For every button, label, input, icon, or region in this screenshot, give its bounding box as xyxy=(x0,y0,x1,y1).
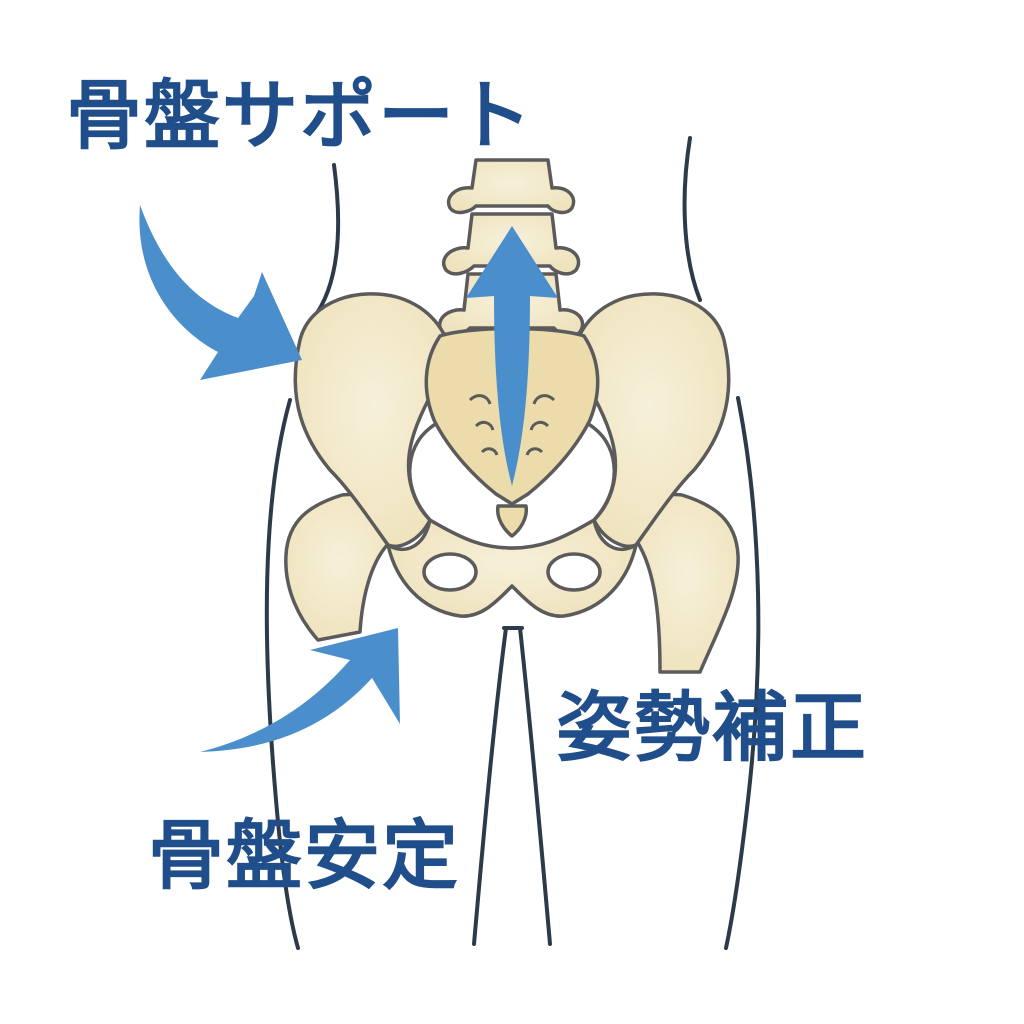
arrow-stabilize xyxy=(200,628,400,752)
arrows xyxy=(139,205,558,752)
sacral-foramina xyxy=(468,394,556,456)
body-outline xyxy=(264,136,761,950)
left-torso-line xyxy=(310,163,341,322)
right-torso-line xyxy=(682,136,702,302)
sacral-foramen-l1 xyxy=(468,394,492,405)
femurs xyxy=(284,492,740,674)
right-leg-outer-line xyxy=(724,396,761,950)
right-inner-thigh-line xyxy=(518,626,552,946)
coccyx xyxy=(495,504,529,538)
arrow-up-spine xyxy=(466,226,558,486)
sacral-foramen-r2 xyxy=(529,420,550,431)
arrow-left-hip-support xyxy=(139,205,302,380)
left-obturator-foramen xyxy=(422,552,478,592)
sacral-foramen-r3 xyxy=(525,447,544,456)
sacral-foramen-r1 xyxy=(532,394,556,405)
sacral-foramen-l2 xyxy=(474,420,495,431)
left-inner-thigh-line xyxy=(472,626,508,946)
vertebra-1 xyxy=(446,158,576,215)
sacral-foramen-l3 xyxy=(480,447,499,456)
pelvis xyxy=(293,292,731,618)
label-pelvis-support: 骨盤サポート xyxy=(66,71,534,160)
right-obturator-foramen xyxy=(546,552,602,592)
label-posture-correction: 姿勢補正 xyxy=(556,683,868,772)
label-pelvis-stability: 骨盤安定 xyxy=(148,811,460,900)
